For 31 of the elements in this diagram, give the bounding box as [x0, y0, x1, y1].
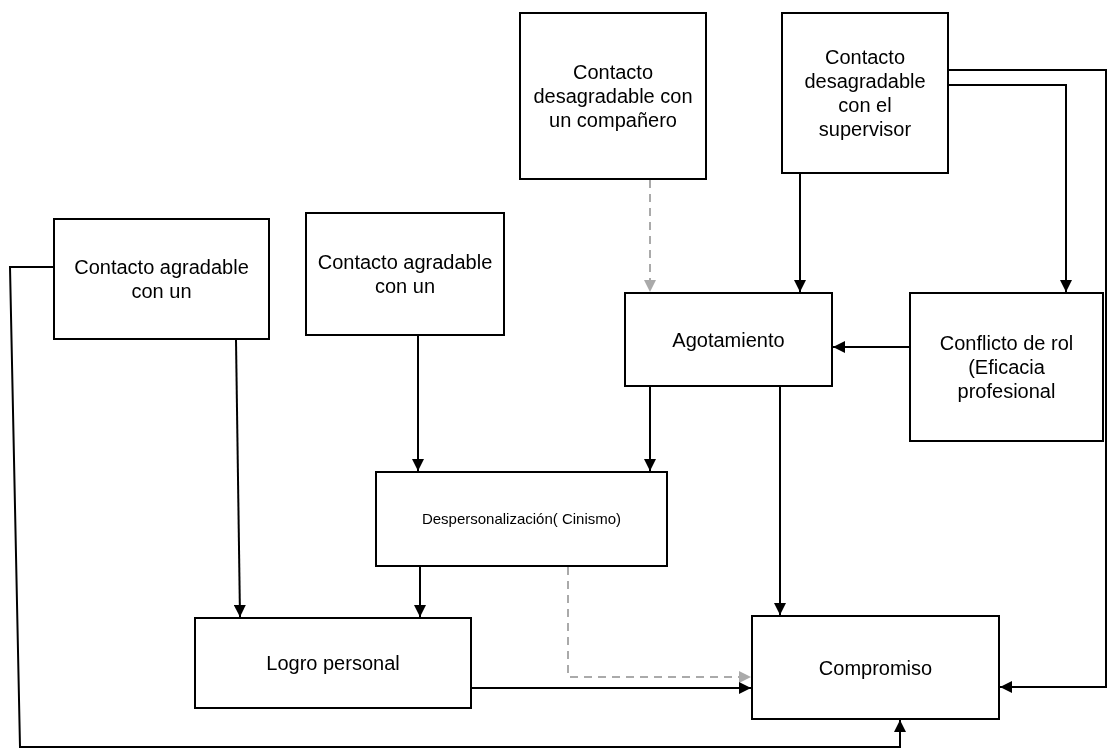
arrow: [948, 69, 1107, 693]
arrow: [8, 266, 906, 748]
concept-box: [53, 218, 270, 340]
arrow: [471, 682, 752, 694]
concept-box: [909, 292, 1104, 442]
node-label: Conflicto de rol (Eficacia profesional: [938, 331, 1075, 403]
concept-box: [781, 12, 949, 174]
node-label: Contacto desagradable con un compañero: [532, 60, 694, 132]
node-label: Compromiso: [818, 655, 933, 680]
node-label: Agotamiento: [672, 327, 785, 352]
arrow: [832, 341, 910, 353]
arrow: [233, 339, 246, 618]
concept-box: [194, 617, 472, 709]
arrow: [567, 566, 752, 683]
node-label: Despersonalización( Cinismo): [421, 510, 622, 528]
node-label: Contacto desagradable con el supervisor: [803, 45, 927, 141]
concept-box: [624, 292, 833, 387]
arrow: [414, 566, 426, 618]
node-label: Contacto agradable con un: [73, 255, 250, 303]
concept-box: [375, 471, 668, 567]
node-label: Contacto agradable con un: [317, 250, 493, 298]
concept-box: [519, 12, 707, 180]
arrow: [644, 179, 656, 293]
arrow: [794, 173, 806, 293]
node-label: Logro personal: [266, 651, 400, 675]
arrow: [644, 386, 656, 472]
arrow: [774, 386, 786, 616]
arrow: [948, 84, 1072, 293]
arrow: [412, 335, 424, 472]
concept-box: [305, 212, 505, 336]
concept-box: [751, 615, 1000, 720]
